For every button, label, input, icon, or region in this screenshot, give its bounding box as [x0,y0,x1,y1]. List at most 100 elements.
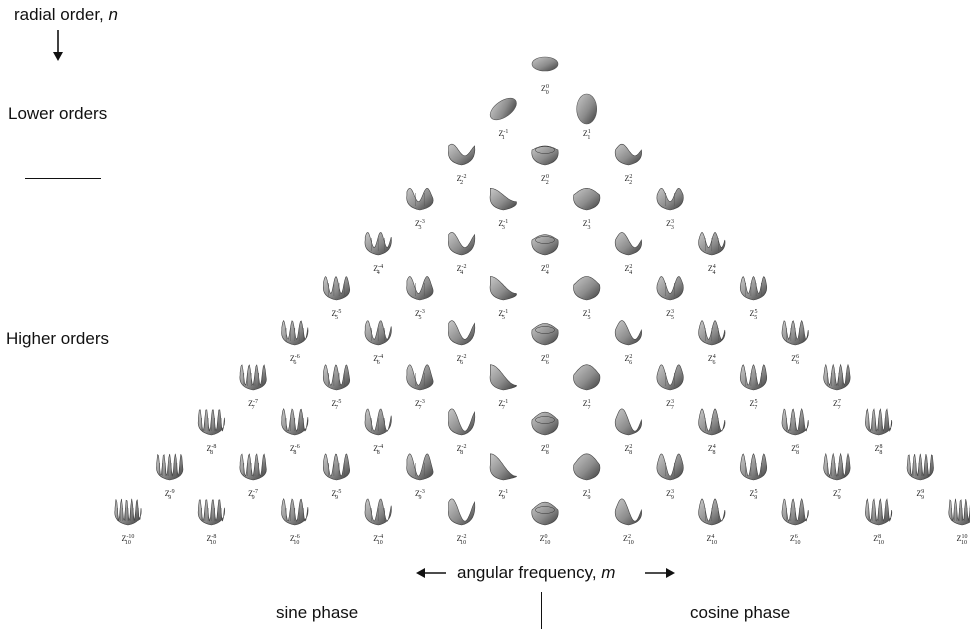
angular-frequency-variable: m [601,563,616,582]
higher-orders-label: Higher orders [6,329,109,348]
phase-divider [541,592,542,629]
radial-order-label: radial order, n [14,5,118,25]
angular-left-arrow [416,568,446,578]
sine-phase-label: sine phase [276,603,359,622]
angular-frequency-text: angular frequency, [457,563,602,582]
cosine-phase-label: cosine phase [690,603,791,622]
angular-frequency-label: angular frequency, m [457,563,615,583]
angular-right-arrow [645,568,675,578]
order-divider [25,178,101,179]
